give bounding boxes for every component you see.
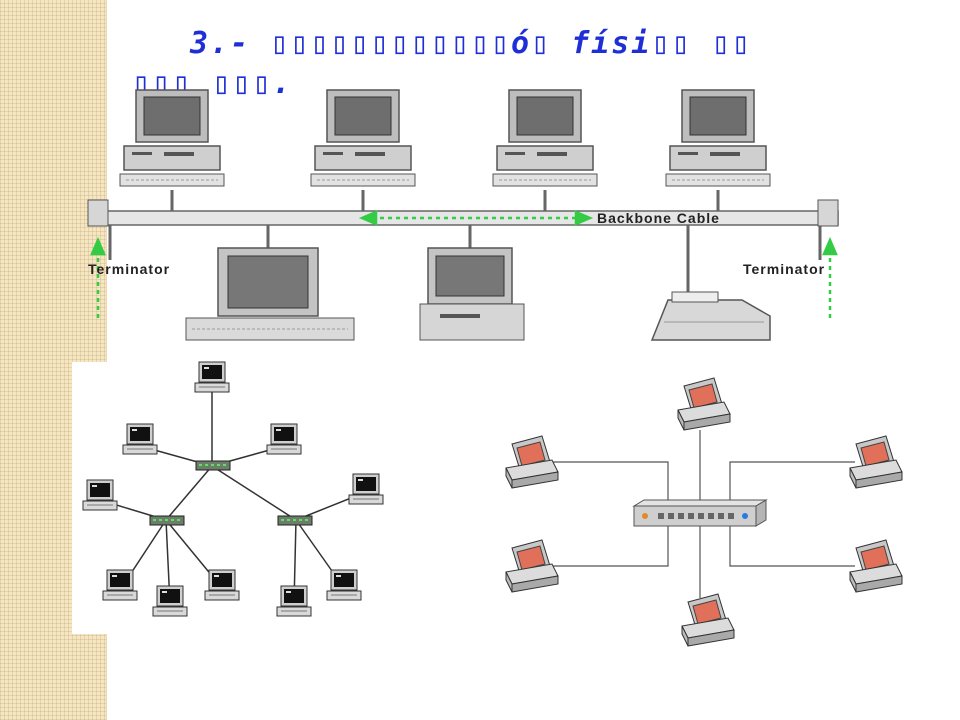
bus-topology-diagram: Backbone Cable Terminator Terminator (87, 89, 839, 341)
slide-title-line-1: 3.- ▯▯▯▯▯▯▯▯▯▯▯▯ó▯ físi▯▯ ▯▯ (190, 26, 752, 61)
decorative-side-strip (0, 0, 107, 720)
network-switch (632, 499, 768, 527)
terminator-left-cap (87, 199, 109, 227)
bus-computer (310, 89, 416, 187)
tree-computer (276, 585, 312, 617)
star-computer-top (677, 377, 731, 431)
bus-computer (665, 89, 771, 187)
tree-computer (152, 585, 188, 617)
bus-computer (492, 89, 598, 187)
bus-computer-center (419, 247, 525, 341)
tree-computer (122, 423, 158, 455)
tree-computer (204, 569, 240, 601)
terminator-right-cap (817, 199, 839, 227)
bus-printer (650, 291, 771, 341)
tree-computer (266, 423, 302, 455)
backbone-cable-label: Backbone Cable (597, 210, 720, 226)
tree-computer (348, 473, 384, 505)
tree-topology-diagram (72, 361, 384, 634)
bus-monitor-left (185, 247, 355, 341)
star-computer-right-bottom (849, 539, 903, 593)
terminator-left-label: Terminator (88, 261, 170, 277)
tree-computer (102, 569, 138, 601)
star-topology-diagram (505, 377, 903, 647)
star-computer-bottom (681, 593, 735, 647)
terminator-right-label: Terminator (743, 261, 825, 277)
star-computer-right-top (849, 435, 903, 489)
tree-computer (326, 569, 362, 601)
bus-computer (119, 89, 225, 187)
star-computer-left-bottom (505, 539, 559, 593)
tree-computer (82, 479, 118, 511)
star-computer-left-top (505, 435, 559, 489)
tree-computer (194, 361, 230, 393)
